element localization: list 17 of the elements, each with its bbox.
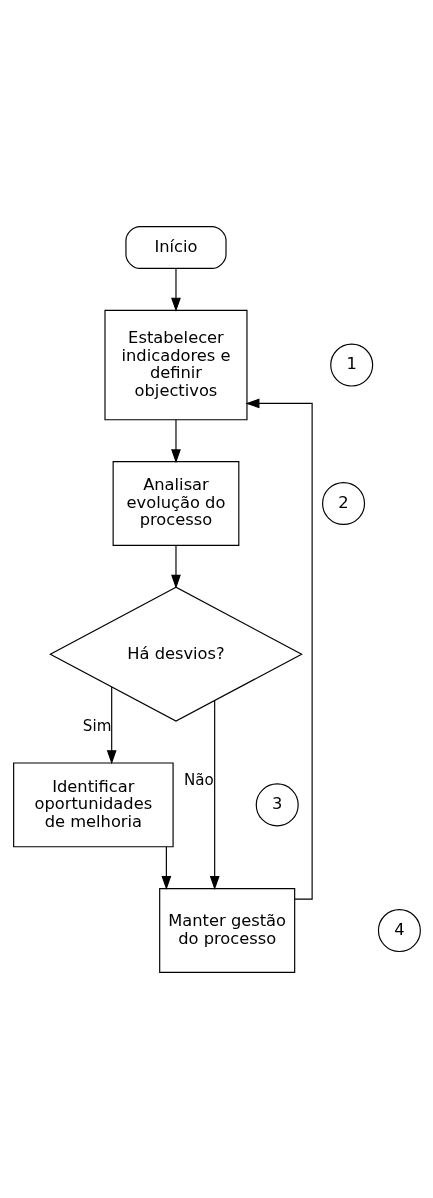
arrow xyxy=(161,846,171,890)
node-box: Estabelecer indicadores e definir objectivos xyxy=(103,309,248,420)
node-circle: 2 xyxy=(321,481,365,525)
node-circle: 1 xyxy=(329,343,373,387)
node-box: Analisar evolução do processo xyxy=(112,460,239,546)
node-circle: 4 xyxy=(377,908,421,952)
node-box: Manter gestão do processo xyxy=(158,887,295,973)
node-box: Início xyxy=(124,225,227,269)
arrow xyxy=(209,699,220,890)
edge-label: Não xyxy=(183,770,214,789)
arrow xyxy=(170,544,181,589)
arrow xyxy=(245,398,313,900)
arrow xyxy=(170,418,181,463)
node-circle: 3 xyxy=(255,782,299,826)
node-box: Identificar oportunidades de melhoria xyxy=(12,761,174,847)
arrow xyxy=(170,267,181,312)
arrow xyxy=(106,685,117,764)
